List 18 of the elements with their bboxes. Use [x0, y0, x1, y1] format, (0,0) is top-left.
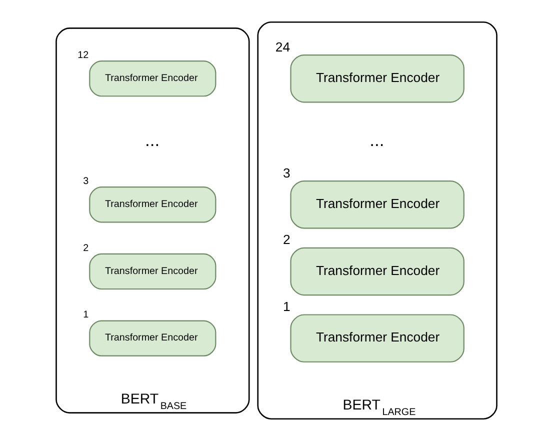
node-label: 3 — [83, 176, 89, 187]
node-label: 1 — [83, 309, 89, 320]
node-box: Transformer Encoder — [89, 186, 216, 222]
node-label: 24 — [275, 38, 290, 54]
node-box: Transformer Encoder — [290, 54, 464, 102]
node-label: 1 — [283, 298, 290, 314]
node-box: Transformer Encoder — [290, 180, 464, 228]
node-label: 2 — [83, 242, 89, 254]
node-box: Transformer Encoder — [89, 60, 216, 96]
node-label: 12 — [78, 49, 89, 60]
node-box: Transformer Encoder — [89, 252, 216, 290]
node-label: 2 — [283, 232, 290, 247]
node-box: Transformer Encoder — [89, 320, 216, 356]
node-box: Transformer Encoder — [290, 314, 464, 362]
node-label: 3 — [283, 164, 290, 180]
node-box: Transformer Encoder — [290, 246, 464, 296]
label: ... — [144, 129, 160, 150]
label: ... — [370, 129, 384, 150]
